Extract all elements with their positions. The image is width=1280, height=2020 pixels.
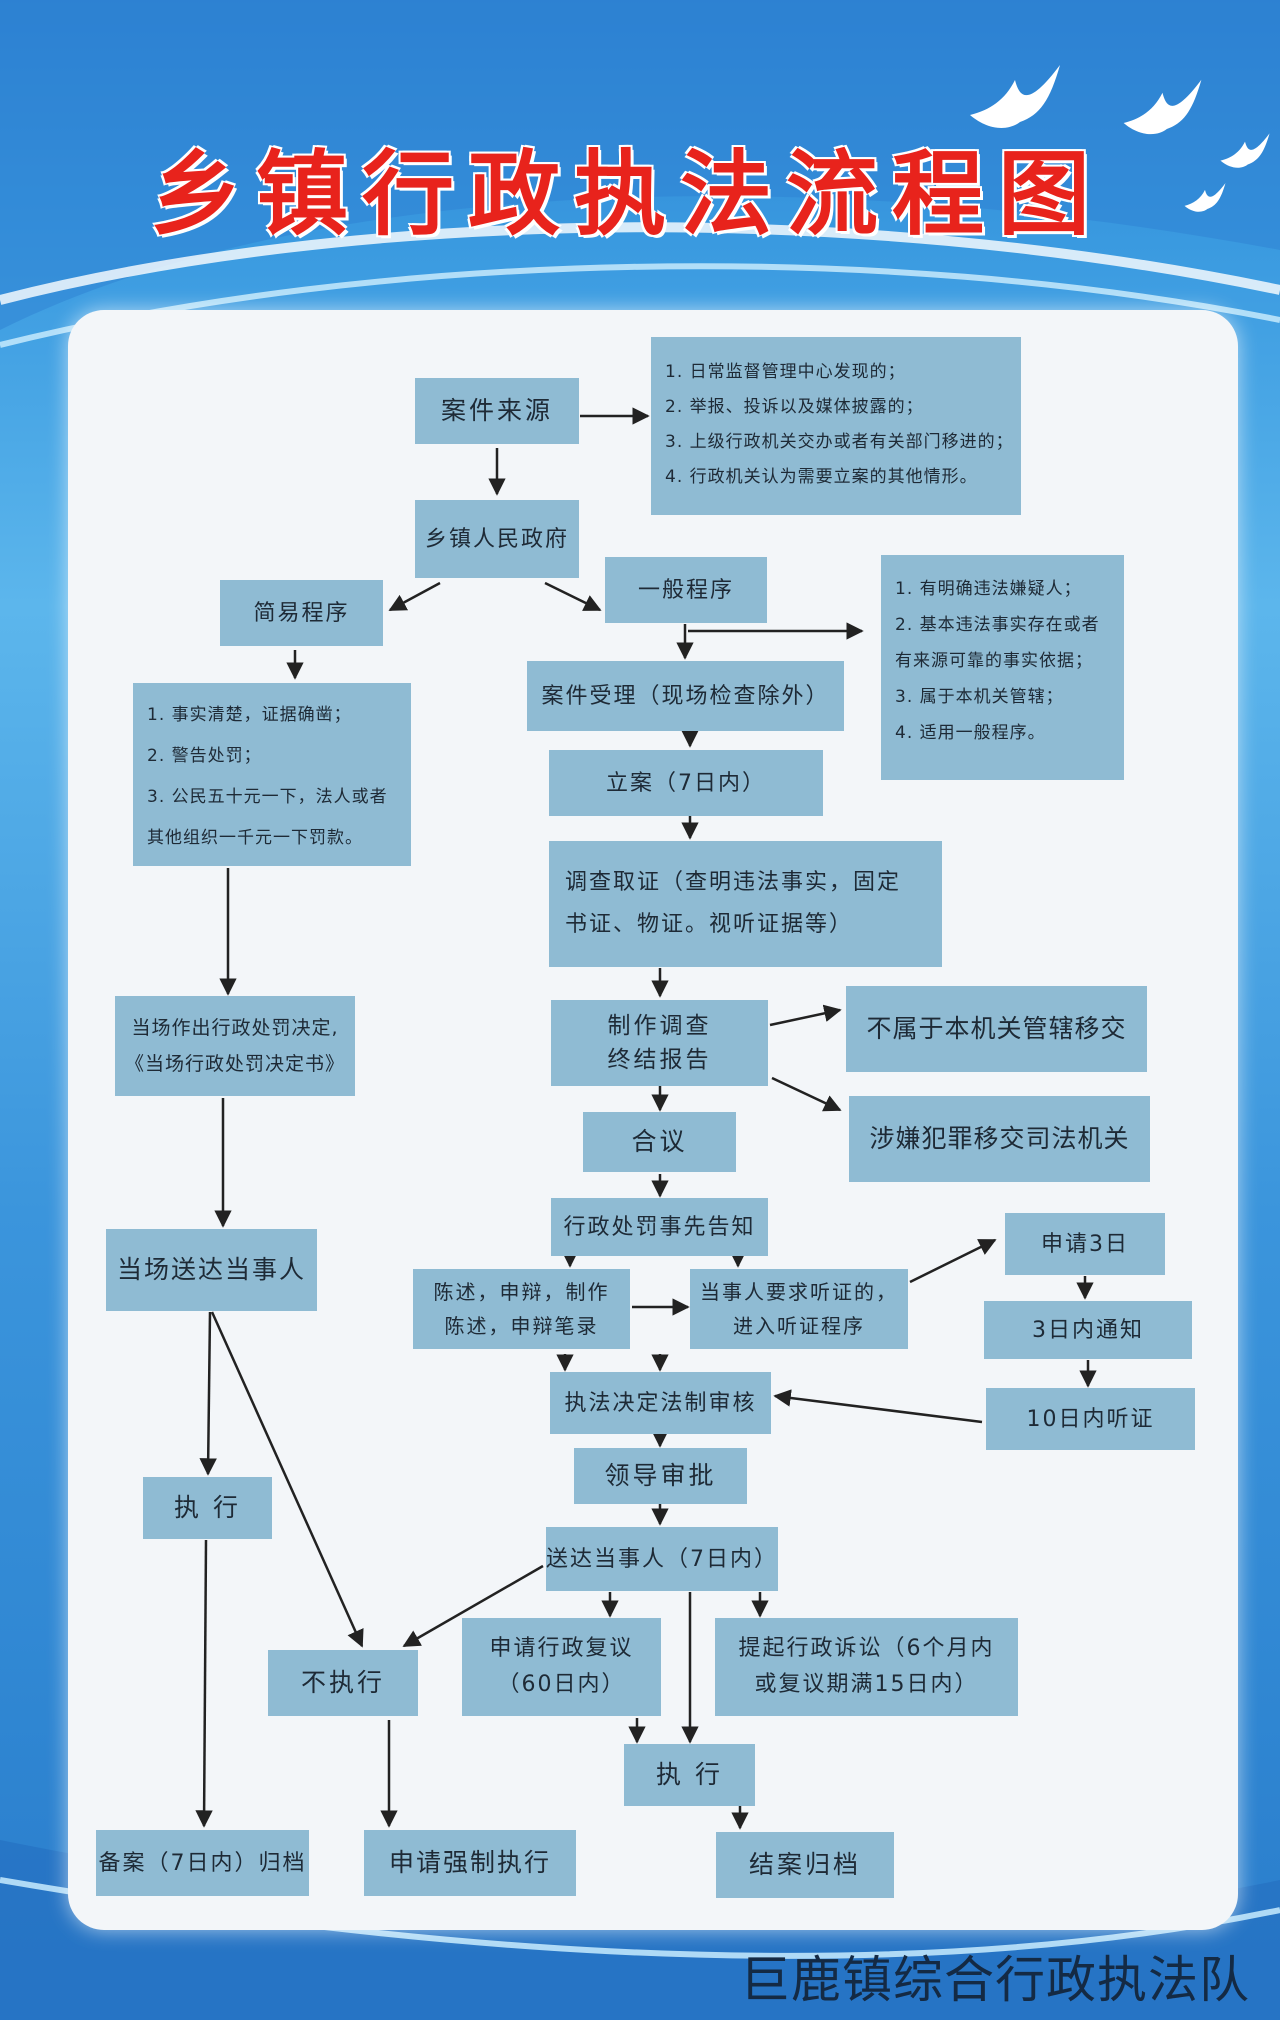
general-procedure-node: 一般程序 (605, 557, 767, 623)
arrow (210, 1311, 364, 1648)
filing-node: 立案（7日内） (549, 750, 823, 816)
list-item: 2. 警告处罚； (147, 746, 262, 766)
dove-icon (1184, 183, 1226, 212)
list-item: 4. 行政机关认为需要立案的其他情形。 (665, 467, 978, 487)
onsite-delivery-node: 当场送达当事人 (106, 1229, 317, 1311)
township-government-node: 乡镇人民政府 (415, 500, 579, 578)
hearing-10-days-node: 10日内听证 (986, 1388, 1195, 1450)
hearing-request-node: 当事人要求听证的，进入听证程序 (690, 1269, 908, 1349)
case-source-list: 1. 日常监督管理中心发现的； 2. 举报、投诉以及媒体披露的； 3. 上级行政… (651, 337, 1021, 515)
close-archive-node: 结案归档 (716, 1832, 894, 1898)
general-procedure-list: 1. 有明确违法嫌疑人； 2. 基本违法事实存在或者 有来源可靠的事实依据； 3… (881, 555, 1124, 780)
case-source-node: 案件来源 (415, 378, 579, 444)
list-item: 3. 上级行政机关交办或者有关部门移进的； (665, 432, 1014, 452)
list-item: 1. 有明确违法嫌疑人； (895, 579, 1082, 599)
arrow (771, 1076, 842, 1112)
deliver-party-node: 送达当事人（7日内） (546, 1527, 778, 1591)
execute-bottom-node: 执 行 (624, 1744, 755, 1806)
admin-review-node: 申请行政复议（60日内） (462, 1618, 661, 1716)
arrow (402, 1564, 544, 1648)
record-archive-node: 备案（7日内）归档 (96, 1830, 309, 1896)
not-execute-node: 不执行 (268, 1650, 418, 1716)
arrow (909, 1238, 997, 1284)
arrow (388, 581, 441, 612)
onsite-decision-node: 当场作出行政处罚决定,《当场行政处罚决定书》 (115, 996, 355, 1096)
deliberation-node: 合议 (583, 1112, 736, 1172)
transfer-judicial-node: 涉嫌犯罪移交司法机关 (849, 1096, 1150, 1182)
simple-procedure-list: 1. 事实清楚，证据确凿； 2. 警告处罚； 3. 公民五十元一下，法人或者 其… (133, 683, 411, 866)
arrow (544, 581, 602, 612)
list-item: 4. 适用一般程序。 (895, 723, 1046, 743)
dove-icon (1220, 133, 1270, 168)
investigation-report-node: 制作调查终结报告 (551, 1000, 768, 1086)
list-item: 1. 事实清楚，证据确凿； (147, 705, 352, 725)
execute-left-node: 执 行 (143, 1477, 272, 1539)
arrow (773, 1389, 983, 1424)
notify-3-days-node: 3日内通知 (984, 1301, 1192, 1359)
list-item: 1. 日常监督管理中心发现的； (665, 362, 906, 382)
prior-notice-node: 行政处罚事先告知 (551, 1198, 768, 1256)
arrow (199, 1311, 217, 1476)
transfer-not-jurisdiction-node: 不属于本机关管辖移交 (846, 986, 1147, 1072)
apply-3-days-node: 申请3日 (1005, 1213, 1165, 1275)
list-item: 2. 举报、投诉以及媒体披露的； (665, 397, 924, 417)
dove-icon (1123, 79, 1202, 135)
admin-litigation-node: 提起行政诉讼（6个月内或复议期满15日内） (715, 1618, 1018, 1716)
leader-approval-node: 领导审批 (574, 1448, 747, 1504)
arrow (769, 1004, 842, 1027)
organization-footer: 巨鹿镇综合行政执法队 (740, 1951, 1250, 2009)
statement-defense-node: 陈述，申辩，制作陈述，申辩笔录 (413, 1269, 630, 1349)
legal-review-node: 执法决定法制审核 (550, 1372, 771, 1434)
list-item: 有来源可靠的事实依据； (895, 651, 1093, 671)
list-item: 其他组织一千元一下罚款。 (147, 828, 363, 848)
investigation-node: 调查取证（查明违法事实，固定书证、物证。视听证据等） (549, 841, 942, 967)
simple-procedure-node: 简易程序 (220, 580, 383, 646)
apply-enforcement-node: 申请强制执行 (364, 1830, 576, 1896)
poster-title: 乡镇行政执法流程图 (150, 141, 1105, 248)
arrow (195, 1539, 213, 1828)
list-item: 3. 属于本机关管辖； (895, 687, 1064, 707)
list-item: 3. 公民五十元一下，法人或者 (147, 787, 388, 807)
case-acceptance-node: 案件受理（现场检查除外） (527, 661, 844, 731)
dove-icon (970, 65, 1060, 128)
list-item: 2. 基本违法事实存在或者 (895, 615, 1100, 635)
